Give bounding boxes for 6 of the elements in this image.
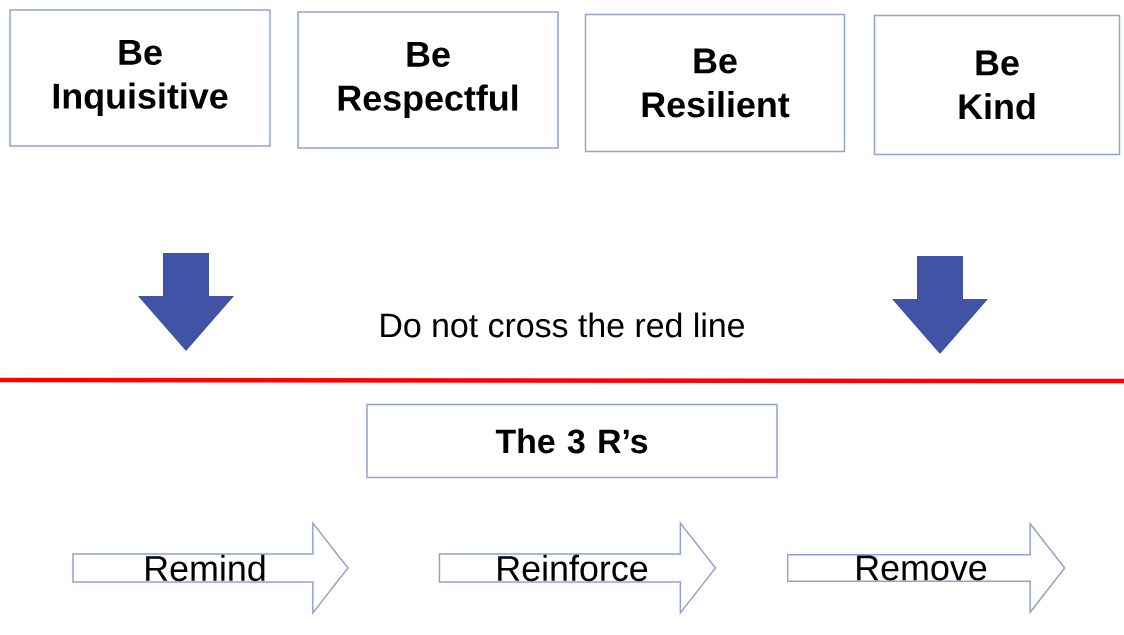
value-box: Be Inquisitive — [9, 9, 271, 147]
note-text: Do not cross the red line — [381, 312, 744, 338]
value-box: Be Respectful — [297, 11, 559, 149]
value-box: Be Resilient — [584, 13, 846, 153]
value-box: Be Kind — [873, 14, 1121, 156]
heading-box: The 3 R’s — [366, 403, 778, 479]
